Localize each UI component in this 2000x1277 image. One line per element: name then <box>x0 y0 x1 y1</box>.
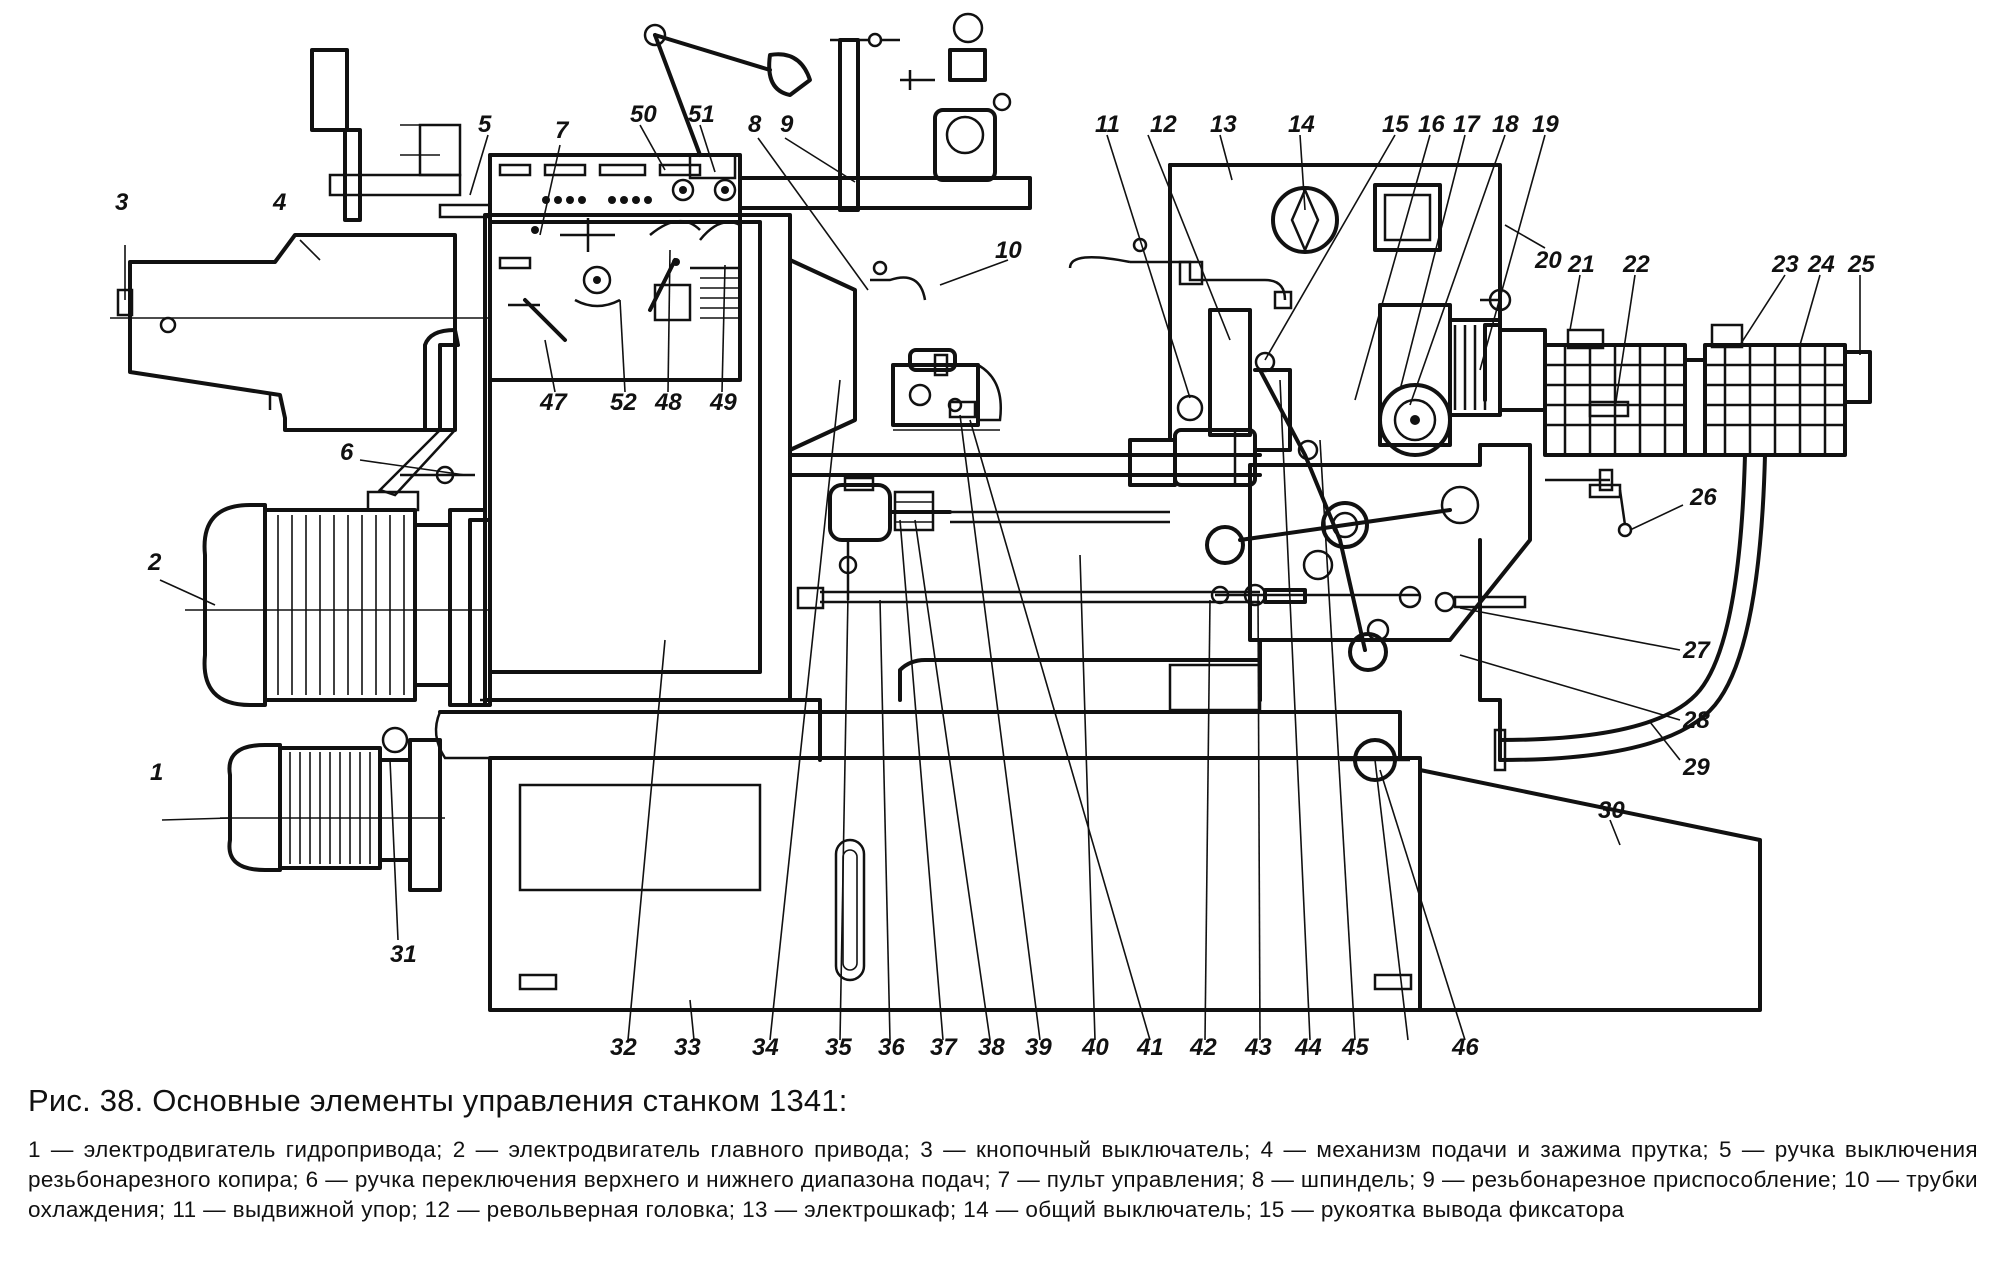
callout-29: 29 <box>1682 754 1710 781</box>
callout-47: 47 <box>539 389 568 416</box>
callout-35: 35 <box>825 1034 852 1061</box>
callout-52: 52 <box>610 389 637 416</box>
copier-slide <box>891 348 1002 431</box>
callout-13: 13 <box>1210 111 1237 138</box>
callout-4: 4 <box>272 189 286 216</box>
callout-49: 49 <box>709 389 737 416</box>
callout-22: 22 <box>1622 251 1650 278</box>
coolant-tubes <box>870 237 1293 310</box>
callout-8: 8 <box>748 111 762 138</box>
callout-16: 16 <box>1418 111 1445 138</box>
callout-44: 44 <box>1294 1034 1322 1061</box>
callout-14: 14 <box>1288 111 1315 138</box>
bar-feed <box>110 233 490 497</box>
callout-25: 25 <box>1847 251 1875 278</box>
callout-48: 48 <box>654 389 682 416</box>
headstock <box>468 213 857 762</box>
callout-50: 50 <box>630 101 657 128</box>
callout-numbers: 1 2 3 4 5 6 7 8 9 10 11 12 13 14 15 16 1… <box>115 101 1875 1061</box>
callout-26: 26 <box>1689 484 1717 511</box>
callout-18: 18 <box>1492 111 1519 138</box>
callout-2: 2 <box>147 549 162 576</box>
thread-copier <box>828 476 1170 600</box>
callout-42: 42 <box>1189 1034 1217 1061</box>
motor-hydraulic <box>220 726 445 892</box>
callout-32: 32 <box>610 1034 637 1061</box>
control-panel <box>488 153 742 382</box>
callout-3: 3 <box>115 189 129 216</box>
callout-12: 12 <box>1150 111 1177 138</box>
callout-9: 9 <box>780 111 794 138</box>
callout-10: 10 <box>995 237 1022 264</box>
callout-31: 31 <box>390 941 417 968</box>
bed-rails <box>788 453 1400 714</box>
callout-43: 43 <box>1244 1034 1272 1061</box>
coolant-hose <box>1493 453 1767 772</box>
callout-37: 37 <box>930 1034 958 1061</box>
callout-7: 7 <box>555 117 570 144</box>
callout-23: 23 <box>1771 251 1799 278</box>
callout-33: 33 <box>674 1034 701 1061</box>
turret-head <box>1128 308 1292 487</box>
callout-17: 17 <box>1453 111 1481 138</box>
callout-36: 36 <box>878 1034 905 1061</box>
callout-24: 24 <box>1807 251 1835 278</box>
machine-diagram: 1 2 3 4 5 6 7 8 9 10 11 12 13 14 15 16 1… <box>110 12 1875 1061</box>
feed-gearbox <box>1543 323 1872 538</box>
callout-39: 39 <box>1025 1034 1052 1061</box>
callout-15: 15 <box>1382 111 1409 138</box>
callout-19: 19 <box>1532 111 1559 138</box>
callout-5: 5 <box>478 111 492 138</box>
callout-20: 20 <box>1534 247 1562 274</box>
callout-46: 46 <box>1451 1034 1479 1061</box>
figure-caption: Рис. 38. Основные элементы управления ст… <box>28 1083 1978 1225</box>
threading-bracket <box>310 48 492 222</box>
motor-main <box>185 490 490 707</box>
callout-27: 27 <box>1682 637 1711 664</box>
callout-1: 1 <box>150 759 163 786</box>
callout-45: 45 <box>1341 1034 1369 1061</box>
callout-11: 11 <box>1095 111 1120 138</box>
callout-40: 40 <box>1081 1034 1109 1061</box>
callout-38: 38 <box>978 1034 1005 1061</box>
callout-leaders <box>124 124 1861 1041</box>
callout-6: 6 <box>340 439 354 466</box>
callout-28: 28 <box>1682 707 1710 734</box>
callout-34: 34 <box>752 1034 779 1061</box>
caption-legend: 1 — электродвигатель гидропривода; 2 — э… <box>28 1137 1978 1222</box>
caption-title: Рис. 38. Основные элементы управления ст… <box>28 1083 848 1118</box>
callout-41: 41 <box>1136 1034 1164 1061</box>
callout-51: 51 <box>688 101 715 128</box>
callout-30: 30 <box>1598 797 1625 824</box>
carriage <box>1205 288 1547 782</box>
callout-21: 21 <box>1567 251 1595 278</box>
threading-attachment <box>643 12 1032 212</box>
